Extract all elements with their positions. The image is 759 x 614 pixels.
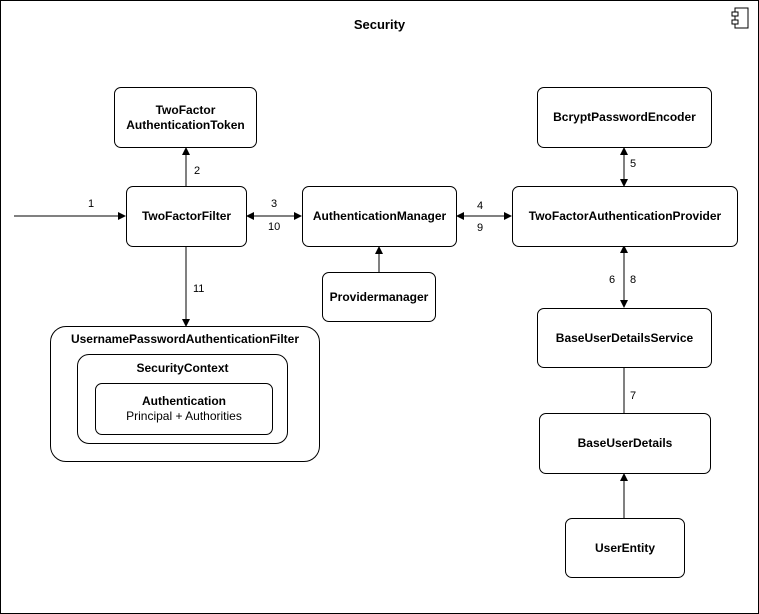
node-label: BaseUserDetails	[577, 436, 673, 450]
node-twofactor-authentication-token[interactable]: TwoFactor AuthenticationToken	[114, 87, 257, 148]
diagram-title: Security	[353, 17, 406, 32]
container-label: SecurityContext	[136, 361, 229, 375]
edge-label-5: 5	[630, 158, 637, 170]
container-label: UsernamePasswordAuthenticationFilter	[70, 332, 300, 346]
node-authentication[interactable]: Authentication Principal + Authorities	[95, 383, 273, 435]
edge-label-3: 3	[271, 198, 278, 210]
edge-label-9: 9	[477, 222, 484, 234]
node-authentication-manager[interactable]: AuthenticationManager	[302, 186, 457, 247]
authentication-title: Authentication	[142, 394, 226, 408]
node-bcrypt-password-encoder[interactable]: BcryptPasswordEncoder	[537, 87, 712, 148]
node-label: TwoFactorAuthenticationProvider	[528, 209, 722, 223]
edge-label-7: 7	[630, 390, 637, 402]
node-twofactor-filter[interactable]: TwoFactorFilter	[126, 186, 247, 247]
node-label-line1: TwoFactor	[155, 102, 216, 117]
node-label: Providermanager	[329, 289, 429, 304]
node-label: TwoFactorFilter	[141, 209, 232, 223]
node-twofactor-authentication-provider[interactable]: TwoFactorAuthenticationProvider	[512, 186, 738, 247]
node-label: AuthenticationManager	[312, 209, 447, 223]
node-providermanager[interactable]: Providermanager	[322, 272, 436, 322]
edge-label-10: 10	[268, 221, 281, 233]
node-user-entity[interactable]: UserEntity	[565, 518, 685, 578]
node-label: BaseUserDetailsService	[555, 330, 694, 345]
edge-label-2: 2	[194, 165, 201, 177]
authentication-subtitle: Principal + Authorities	[126, 409, 242, 423]
edge-label-1: 1	[88, 198, 95, 210]
node-label-line2: AuthenticationToken	[126, 117, 245, 132]
node-base-user-details[interactable]: BaseUserDetails	[539, 413, 711, 474]
component-icon	[731, 7, 749, 29]
node-label: UserEntity	[594, 540, 656, 555]
node-base-user-details-service[interactable]: BaseUserDetailsService	[537, 308, 712, 368]
edge-label-6: 6	[609, 274, 616, 286]
node-label: BcryptPasswordEncoder	[553, 110, 696, 124]
edge-label-11: 11	[193, 283, 205, 295]
edge-label-4: 4	[477, 200, 484, 212]
edge-label-8: 8	[630, 274, 637, 286]
